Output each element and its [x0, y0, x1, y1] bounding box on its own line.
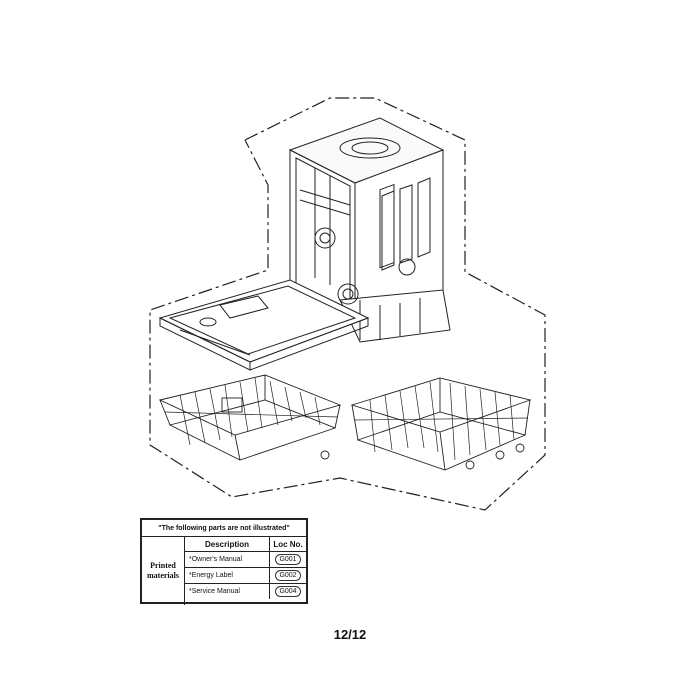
loc-number-badge: G004 [275, 586, 301, 597]
category-cell: Printed materials [142, 537, 185, 605]
page-number: 12/12 [333, 627, 367, 642]
part-description: *Service Manual [185, 584, 270, 599]
part-description: *Energy Label [185, 568, 270, 583]
dishwasher-tub [288, 117, 451, 343]
loc-number-badge: G001 [275, 554, 301, 565]
not-illustrated-parts-table: "The following parts are not illustrated… [140, 518, 308, 605]
dishwasher-door [158, 279, 370, 371]
table-header-row: Description Loc No. [185, 537, 306, 552]
loc-no-header: Loc No. [273, 539, 303, 549]
description-header: Description [185, 537, 270, 551]
lower-dish-rack [350, 377, 532, 471]
table-row: *Service Manual G004 [185, 584, 306, 599]
loc-number-badge: G002 [275, 570, 301, 581]
upper-dish-rack [158, 374, 342, 461]
table-row: *Energy Label G002 [185, 568, 306, 584]
part-description: *Owner's Manual [185, 552, 270, 567]
assembly-boundary [149, 97, 546, 511]
category-label-line1: Printed [150, 561, 176, 570]
exploded-parts-diagram [149, 97, 546, 511]
table-row: *Owner's Manual G001 [185, 552, 306, 568]
category-label-line2: materials [147, 571, 179, 580]
table-title: "The following parts are not illustrated… [142, 520, 306, 537]
